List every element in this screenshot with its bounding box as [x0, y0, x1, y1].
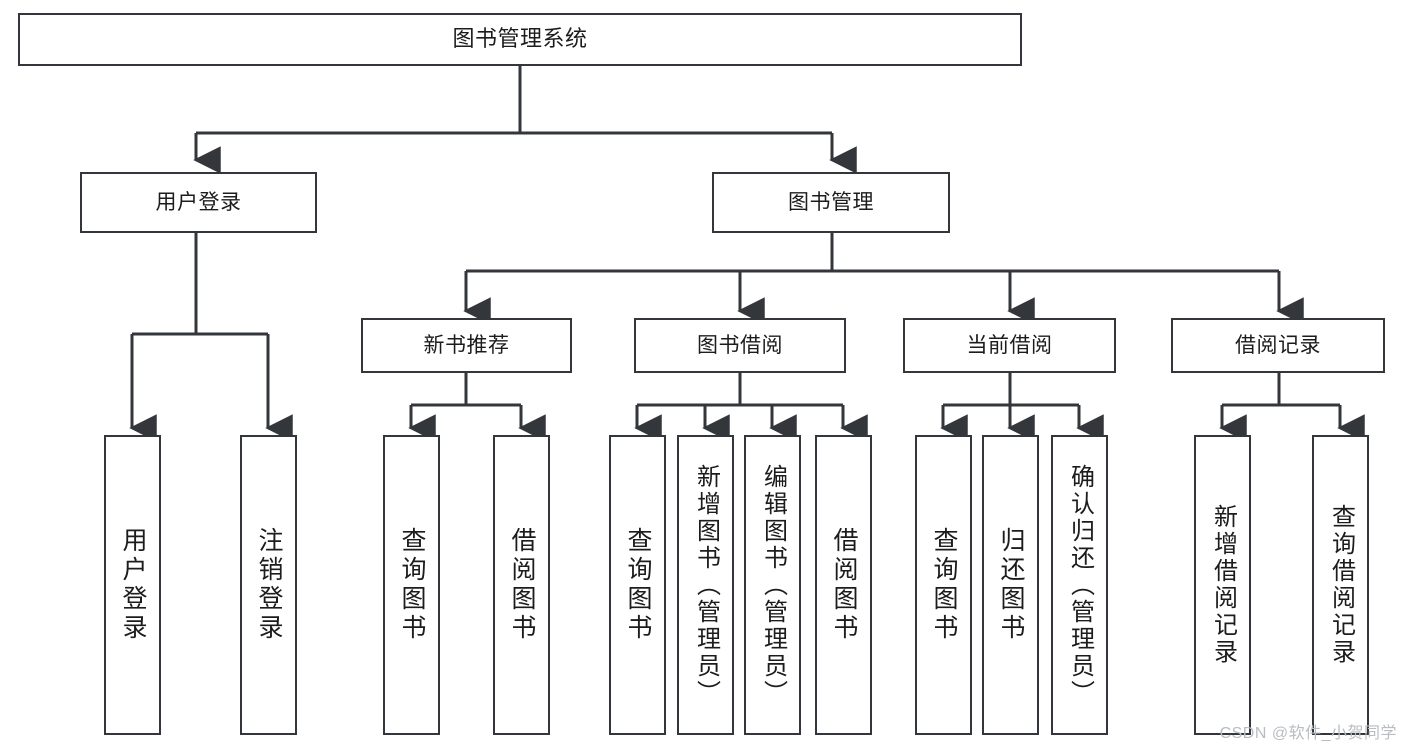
leaf-query-book-recommend-label: 查询图书: [398, 527, 426, 643]
node-new-book-recommend-label: 新书推荐: [423, 333, 510, 357]
leaf-query-book-current[interactable]: 查询图书: [915, 435, 972, 735]
node-current-borrow[interactable]: 当前借阅: [903, 318, 1116, 373]
leaf-confirm-return-admin-label: 确认归还（管理员）: [1066, 463, 1094, 707]
leaf-add-book-admin[interactable]: 新增图书（管理员）: [677, 435, 734, 735]
leaf-borrow-book-recommend-label: 借阅图书: [508, 527, 536, 643]
node-borrow-record-label: 借阅记录: [1235, 333, 1321, 357]
leaf-borrow-book-label: 借阅图书: [830, 527, 858, 643]
leaf-add-borrow-record-label: 新增借阅记录: [1209, 504, 1237, 666]
leaf-query-book-borrow[interactable]: 查询图书: [609, 435, 666, 735]
csdn-watermark: CSDN @软件_小贺同学: [1219, 725, 1397, 742]
node-book-borrow-label: 图书借阅: [697, 333, 783, 357]
leaf-edit-book-admin[interactable]: 编辑图书（管理员）: [744, 435, 801, 735]
leaf-add-book-admin-label: 新增图书（管理员）: [692, 463, 720, 707]
node-user-login[interactable]: 用户登录: [80, 172, 317, 233]
leaf-logout[interactable]: 注销登录: [240, 435, 297, 735]
leaf-return-book[interactable]: 归还图书: [982, 435, 1039, 735]
node-book-management-label: 图书管理: [788, 190, 874, 214]
node-book-borrow[interactable]: 图书借阅: [634, 318, 846, 373]
leaf-query-borrow-record[interactable]: 查询借阅记录: [1312, 435, 1369, 735]
node-new-book-recommend[interactable]: 新书推荐: [361, 318, 572, 373]
leaf-query-book-borrow-label: 查询图书: [624, 527, 652, 643]
leaf-logout-label: 注销登录: [255, 527, 283, 643]
leaf-edit-book-admin-label: 编辑图书（管理员）: [759, 463, 787, 707]
leaf-user-login-label: 用户登录: [119, 527, 147, 643]
leaf-query-book-recommend[interactable]: 查询图书: [383, 435, 440, 735]
leaf-borrow-book[interactable]: 借阅图书: [815, 435, 872, 735]
node-borrow-record[interactable]: 借阅记录: [1171, 318, 1385, 373]
node-root[interactable]: 图书管理系统: [18, 13, 1022, 66]
node-root-label: 图书管理系统: [452, 26, 588, 52]
leaf-query-borrow-record-label: 查询借阅记录: [1327, 504, 1355, 666]
node-book-management[interactable]: 图书管理: [712, 172, 950, 233]
node-current-borrow-label: 当前借阅: [966, 333, 1053, 357]
leaf-query-book-current-label: 查询图书: [930, 527, 958, 643]
node-user-login-label: 用户登录: [155, 190, 242, 214]
leaf-return-book-label: 归还图书: [997, 527, 1025, 643]
leaf-user-login[interactable]: 用户登录: [104, 435, 161, 735]
leaf-add-borrow-record[interactable]: 新增借阅记录: [1194, 435, 1251, 735]
leaf-confirm-return-admin[interactable]: 确认归还（管理员）: [1051, 435, 1108, 735]
leaf-borrow-book-recommend[interactable]: 借阅图书: [493, 435, 550, 735]
